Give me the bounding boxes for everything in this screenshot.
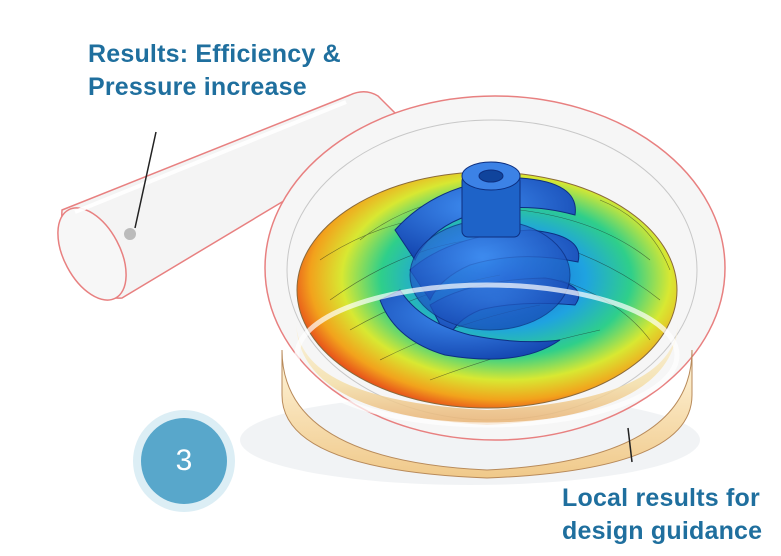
callout-bottom-line1: Local results for (562, 484, 760, 512)
pipe-highlight (74, 100, 347, 214)
front-ring (296, 320, 678, 425)
lower-rim (281, 349, 693, 479)
impeller-hub (461, 161, 521, 238)
bottom-callout-pointer (627, 427, 633, 463)
front-ring-edge (294, 282, 680, 428)
step-number-badge: 3 (133, 410, 235, 512)
callout-top-line2: Pressure increase (88, 73, 307, 101)
impeller (379, 177, 580, 360)
efficiency-pressure-callout: Results: Efficiency & Pressure increase (88, 38, 341, 104)
callout-top-line1: Results: Efficiency & (88, 40, 341, 68)
top-callout-pointer (134, 131, 157, 229)
design-guidance-callout: Local results for design guidance (562, 482, 762, 548)
velocity-vectors (319, 194, 671, 381)
top-callout-dot (124, 228, 136, 240)
step-number: 3 (141, 418, 227, 504)
callout-bottom-line2: design guidance (562, 517, 763, 545)
